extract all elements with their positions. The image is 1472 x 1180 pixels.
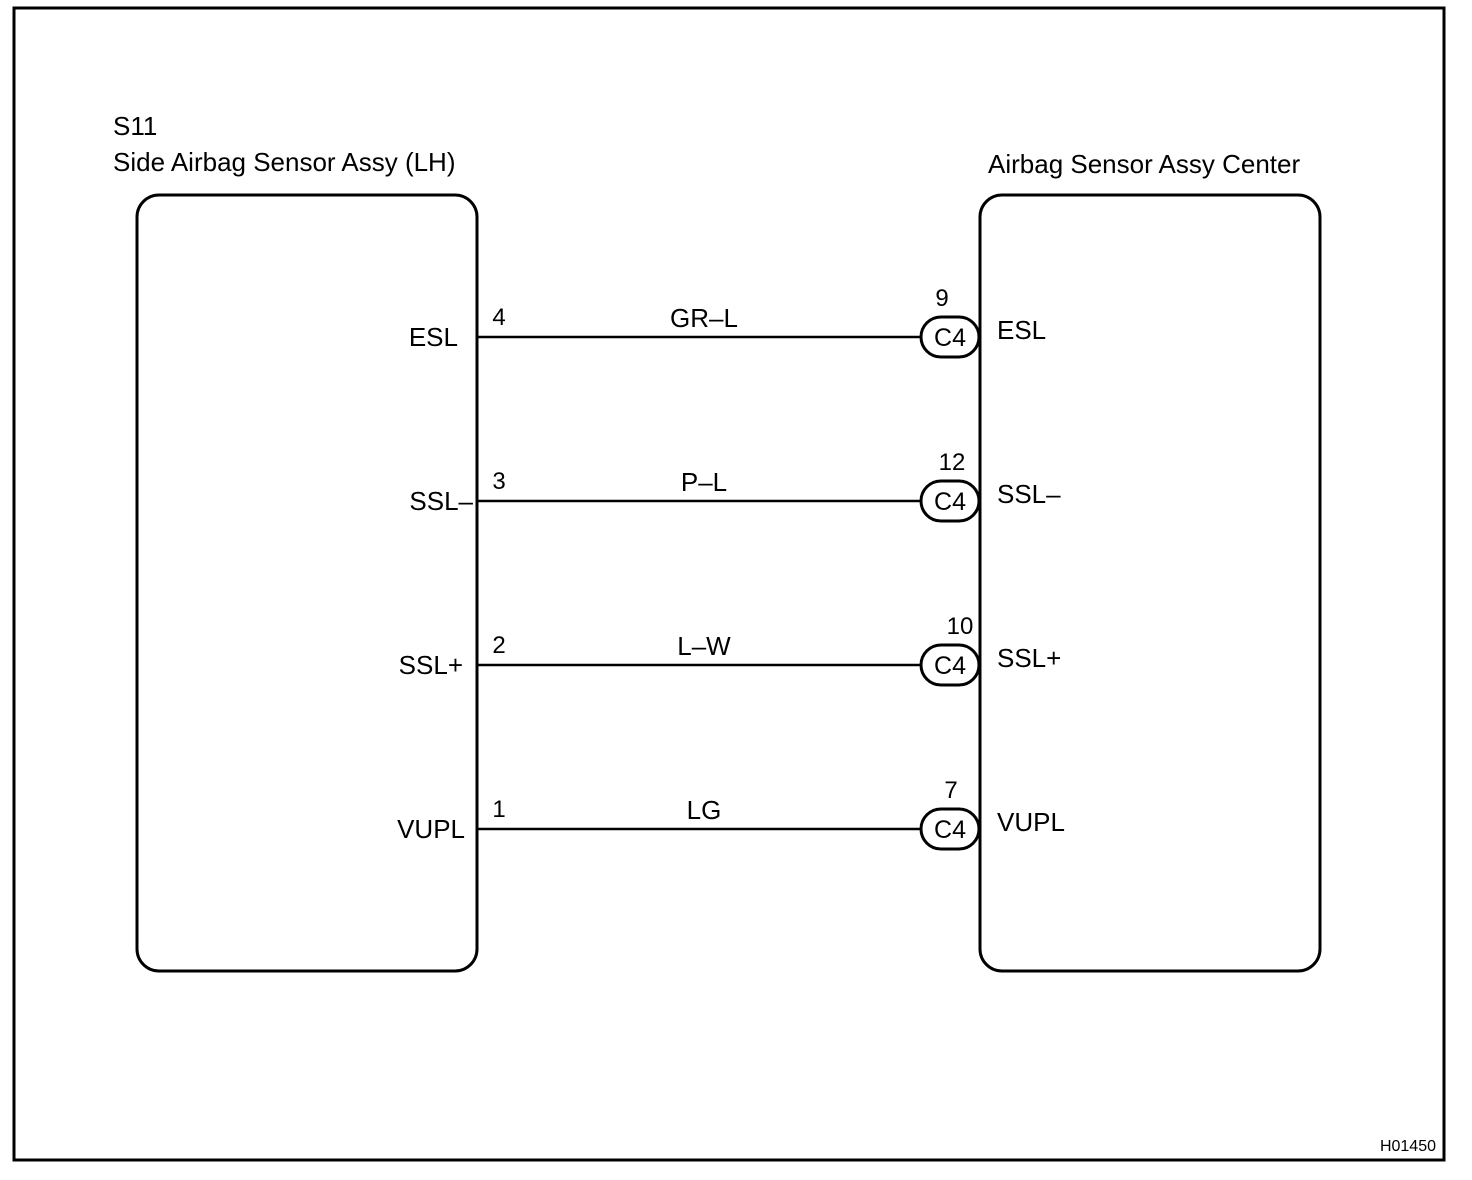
wire-color-label: L–W xyxy=(677,631,731,661)
left-pin-number: 3 xyxy=(492,468,505,495)
left-component-code: S11 xyxy=(113,111,157,141)
left-terminal-label: SSL+ xyxy=(399,650,463,680)
right-terminal-label: SSL– xyxy=(997,479,1061,509)
connector-label: C4 xyxy=(934,652,966,680)
left-pin-number: 2 xyxy=(492,632,505,659)
left-component-name: Side Airbag Sensor Assy (LH) xyxy=(113,147,456,177)
left-terminal-label: VUPL xyxy=(397,814,465,844)
right-component-box xyxy=(978,193,1322,973)
left-terminal-label: ESL xyxy=(409,322,458,352)
right-component-name: Airbag Sensor Assy Center xyxy=(988,149,1300,179)
connector-shape xyxy=(919,643,981,687)
left-pin-number: 4 xyxy=(492,304,505,331)
wire-color-label: P–L xyxy=(681,467,727,497)
right-pin-number: 9 xyxy=(935,285,948,312)
wire-color-label: LG xyxy=(687,795,722,825)
right-pin-number: 12 xyxy=(939,449,966,476)
left-component-box xyxy=(135,193,479,973)
right-pin-number: 7 xyxy=(944,777,957,804)
connector-shape xyxy=(919,479,981,523)
connector-label: C4 xyxy=(934,488,966,516)
right-terminal-label: VUPL xyxy=(997,807,1065,837)
connector-shape xyxy=(919,315,981,359)
connector-shape xyxy=(919,807,981,851)
connector-label: C4 xyxy=(934,816,966,844)
right-pin-number: 10 xyxy=(947,613,974,640)
figure-id: H01450 xyxy=(1380,1138,1436,1155)
right-terminal-label: ESL xyxy=(997,315,1046,345)
right-terminal-label: SSL+ xyxy=(997,643,1061,673)
connector-label: C4 xyxy=(934,324,966,352)
left-pin-number: 1 xyxy=(492,796,505,823)
left-terminal-label: SSL– xyxy=(409,486,473,516)
wire-color-label: GR–L xyxy=(670,303,738,333)
diagram-frame xyxy=(12,6,1446,1162)
